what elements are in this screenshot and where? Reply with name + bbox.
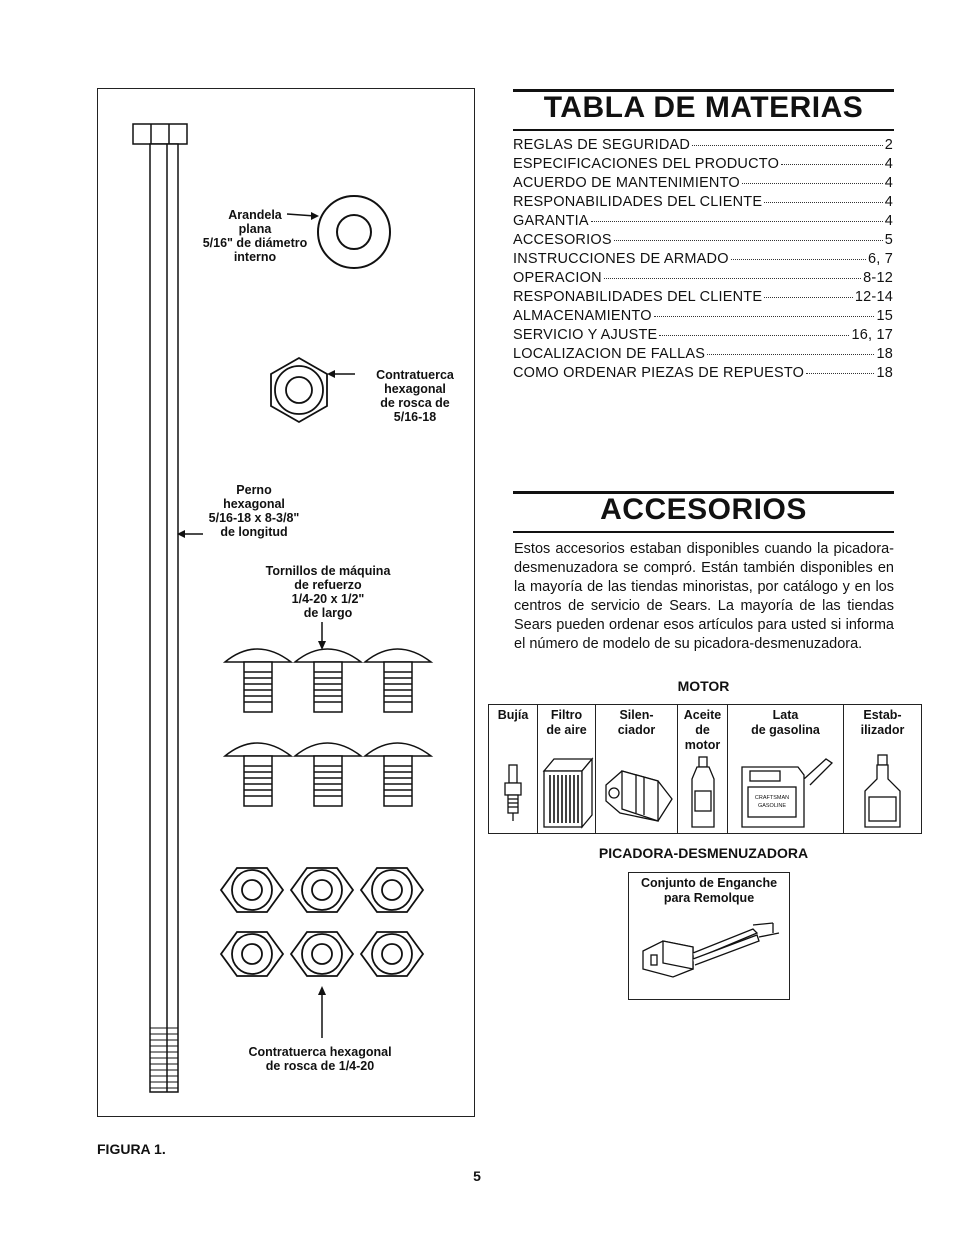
toc-entry-page: 18 bbox=[876, 346, 893, 362]
toc-title: TABLA DE MATERIAS bbox=[543, 91, 864, 124]
hex-bolt-icon bbox=[132, 123, 188, 1093]
toc-entry-title: GARANTIA bbox=[513, 213, 589, 229]
toc-bottom-rule bbox=[513, 129, 894, 131]
washer-icon bbox=[317, 195, 391, 269]
toc-leader-dots bbox=[781, 164, 883, 165]
toc-row: GARANTIA 4 bbox=[513, 213, 893, 232]
toc-entry-page: 18 bbox=[876, 365, 893, 381]
toc-entry-title: INSTRUCCIONES DE ARMADO bbox=[513, 251, 729, 267]
accessory-label: Filtro de aire bbox=[546, 708, 587, 737]
toc-entry-page: 4 bbox=[884, 213, 893, 229]
toc-entry-page: 4 bbox=[884, 175, 893, 191]
accessory-label: Silen- ciador bbox=[617, 708, 656, 737]
toc-leader-dots bbox=[741, 183, 883, 184]
lock-nut-label: Contratuerca hexagonal de rosca de 5/16-… bbox=[376, 368, 454, 424]
toc-entry-title: OPERACION bbox=[513, 270, 602, 286]
toc-leader-dots bbox=[653, 316, 875, 317]
accessory-muffler: Silen- ciador bbox=[596, 705, 678, 833]
toc-row: INSTRUCCIONES DE ARMADO 6, 7 bbox=[513, 251, 893, 270]
gas-can-brand-line1: CRAFTSMAN bbox=[755, 795, 789, 801]
accessory-label: Estab- ilizador bbox=[860, 708, 905, 737]
toc-entry-title: ACCESORIOS bbox=[513, 232, 612, 248]
accessory-oil: Aceite de motor bbox=[678, 705, 728, 833]
toc-entry-title: RESPONABILIDADES DEL CLIENTE bbox=[513, 194, 763, 210]
toc-row: REGLAS DE SEGURIDAD 2 bbox=[513, 137, 893, 156]
accessory-air-filter: Filtro de aire bbox=[538, 705, 596, 833]
toc-row: OPERACION 8-12 bbox=[513, 270, 893, 289]
parts-illustration bbox=[132, 123, 432, 1093]
spark-plug-icon bbox=[504, 764, 522, 821]
accessory-label: Lata de gasolina bbox=[751, 708, 820, 737]
toc-entry-title: RESPONABILIDADES DEL CLIENTE bbox=[513, 289, 763, 305]
toc-entry-title: REGLAS DE SEGURIDAD bbox=[513, 137, 691, 153]
hex-nuts-icon bbox=[219, 867, 424, 977]
hitch-label: Conjunto de Enganche para Remolque bbox=[640, 876, 778, 905]
stabilizer-bottle-icon bbox=[864, 754, 901, 828]
accessories-title: ACCESORIOS bbox=[600, 493, 807, 526]
hitch-accessory-box: Conjunto de Enganche para Remolque bbox=[628, 872, 790, 1000]
machine-screws-label: Tornillos de máquina de refuerzo 1/4-20 … bbox=[265, 564, 391, 620]
accessory-spark-plug: Bujía bbox=[489, 705, 538, 833]
toc-leader-dots bbox=[764, 202, 883, 203]
toc-row: LOCALIZACION DE FALLAS 18 bbox=[513, 346, 893, 365]
toc-entry-title: SERVICIO Y AJUSTE bbox=[513, 327, 658, 343]
toc-row: ACCESORIOS 5 bbox=[513, 232, 893, 251]
toc-leader-dots bbox=[806, 373, 875, 374]
toc-entry-page: 12-14 bbox=[854, 289, 893, 305]
toc-entry-page: 4 bbox=[884, 194, 893, 210]
toc-entry-page: 2 bbox=[884, 137, 893, 153]
toc-row: COMO ORDENAR PIEZAS DE REPUESTO 18 bbox=[513, 365, 893, 384]
accessories-top-rule bbox=[513, 491, 894, 494]
toc-row: ESPECIFICACIONES DEL PRODUCTO 4 bbox=[513, 156, 893, 175]
muffler-icon bbox=[605, 770, 673, 822]
hex-bolt-label: Perno hexagonal 5/16-18 x 8-3/8" de long… bbox=[208, 483, 300, 539]
accessory-label: Bujía bbox=[497, 708, 529, 722]
toc-entry-title: LOCALIZACION DE FALLAS bbox=[513, 346, 706, 362]
toc-top-rule bbox=[513, 89, 894, 92]
hex-nuts-label: Contratuerca hexagonal de rosca de 1/4-2… bbox=[248, 1045, 392, 1073]
toc-row: SERVICIO Y AJUSTE 16, 17 bbox=[513, 327, 893, 346]
washer-label: Arandela plana 5/16" de diámetro interno bbox=[202, 208, 308, 264]
gas-can-icon: CRAFTSMAN GASOLINE bbox=[741, 758, 834, 828]
motor-accessories-table: Bujía Filtro de aire bbox=[488, 704, 922, 834]
figure-caption: FIGURA 1. bbox=[97, 1141, 166, 1157]
motor-heading: MOTOR bbox=[677, 678, 730, 694]
accessory-stabilizer: Estab- ilizador bbox=[844, 705, 921, 833]
toc-leader-dots bbox=[730, 259, 866, 260]
toc-leader-dots bbox=[707, 354, 875, 355]
toc-row: ACUERDO DE MANTENIMIENTO 4 bbox=[513, 175, 893, 194]
toc-entry-title: ESPECIFICACIONES DEL PRODUCTO bbox=[513, 156, 780, 172]
toc-row: RESPONABILIDADES DEL CLIENTE 12-14 bbox=[513, 289, 893, 308]
toc-leader-dots bbox=[603, 278, 862, 279]
toc-leader-dots bbox=[590, 221, 883, 222]
toc-entry-page: 8-12 bbox=[863, 270, 893, 286]
toc-entry-page: 4 bbox=[884, 156, 893, 172]
gas-can-brand-line2: GASOLINE bbox=[758, 803, 786, 809]
oil-bottle-icon bbox=[691, 756, 715, 828]
toc-entry-title: COMO ORDENAR PIEZAS DE REPUESTO bbox=[513, 365, 805, 381]
page-number: 5 bbox=[473, 1168, 481, 1184]
machine-screws-icon bbox=[222, 648, 432, 807]
trailer-hitch-icon bbox=[642, 922, 780, 978]
accessory-label: Aceite de motor bbox=[683, 708, 722, 752]
toc-leader-dots bbox=[659, 335, 850, 336]
air-filter-icon bbox=[542, 757, 594, 829]
toc-entry-page: 16, 17 bbox=[851, 327, 893, 343]
figure-panel bbox=[97, 88, 475, 1117]
accessories-paragraph: Estos accesorios estaban disponibles cua… bbox=[514, 541, 894, 652]
toc-leader-dots bbox=[692, 145, 883, 146]
toc-entry-page: 15 bbox=[876, 308, 893, 324]
toc-row: RESPONABILIDADES DEL CLIENTE 4 bbox=[513, 194, 893, 213]
toc-entry-title: ACUERDO DE MANTENIMIENTO bbox=[513, 175, 740, 191]
toc-leader-dots bbox=[764, 297, 853, 298]
toc-entry-page: 5 bbox=[884, 232, 893, 248]
toc-entry-page: 6, 7 bbox=[868, 251, 893, 267]
toc-row: ALMACENAMIENTO 15 bbox=[513, 308, 893, 327]
shredder-heading: PICADORA-DESMENUZADORA bbox=[598, 845, 809, 861]
accessory-gas-can: Lata de gasolina CRAFTSMAN GASOLINE bbox=[728, 705, 844, 833]
toc-entry-title: ALMACENAMIENTO bbox=[513, 308, 652, 324]
accessories-bottom-rule bbox=[513, 531, 894, 533]
lock-nut-icon bbox=[270, 356, 328, 424]
toc-leader-dots bbox=[613, 240, 883, 241]
